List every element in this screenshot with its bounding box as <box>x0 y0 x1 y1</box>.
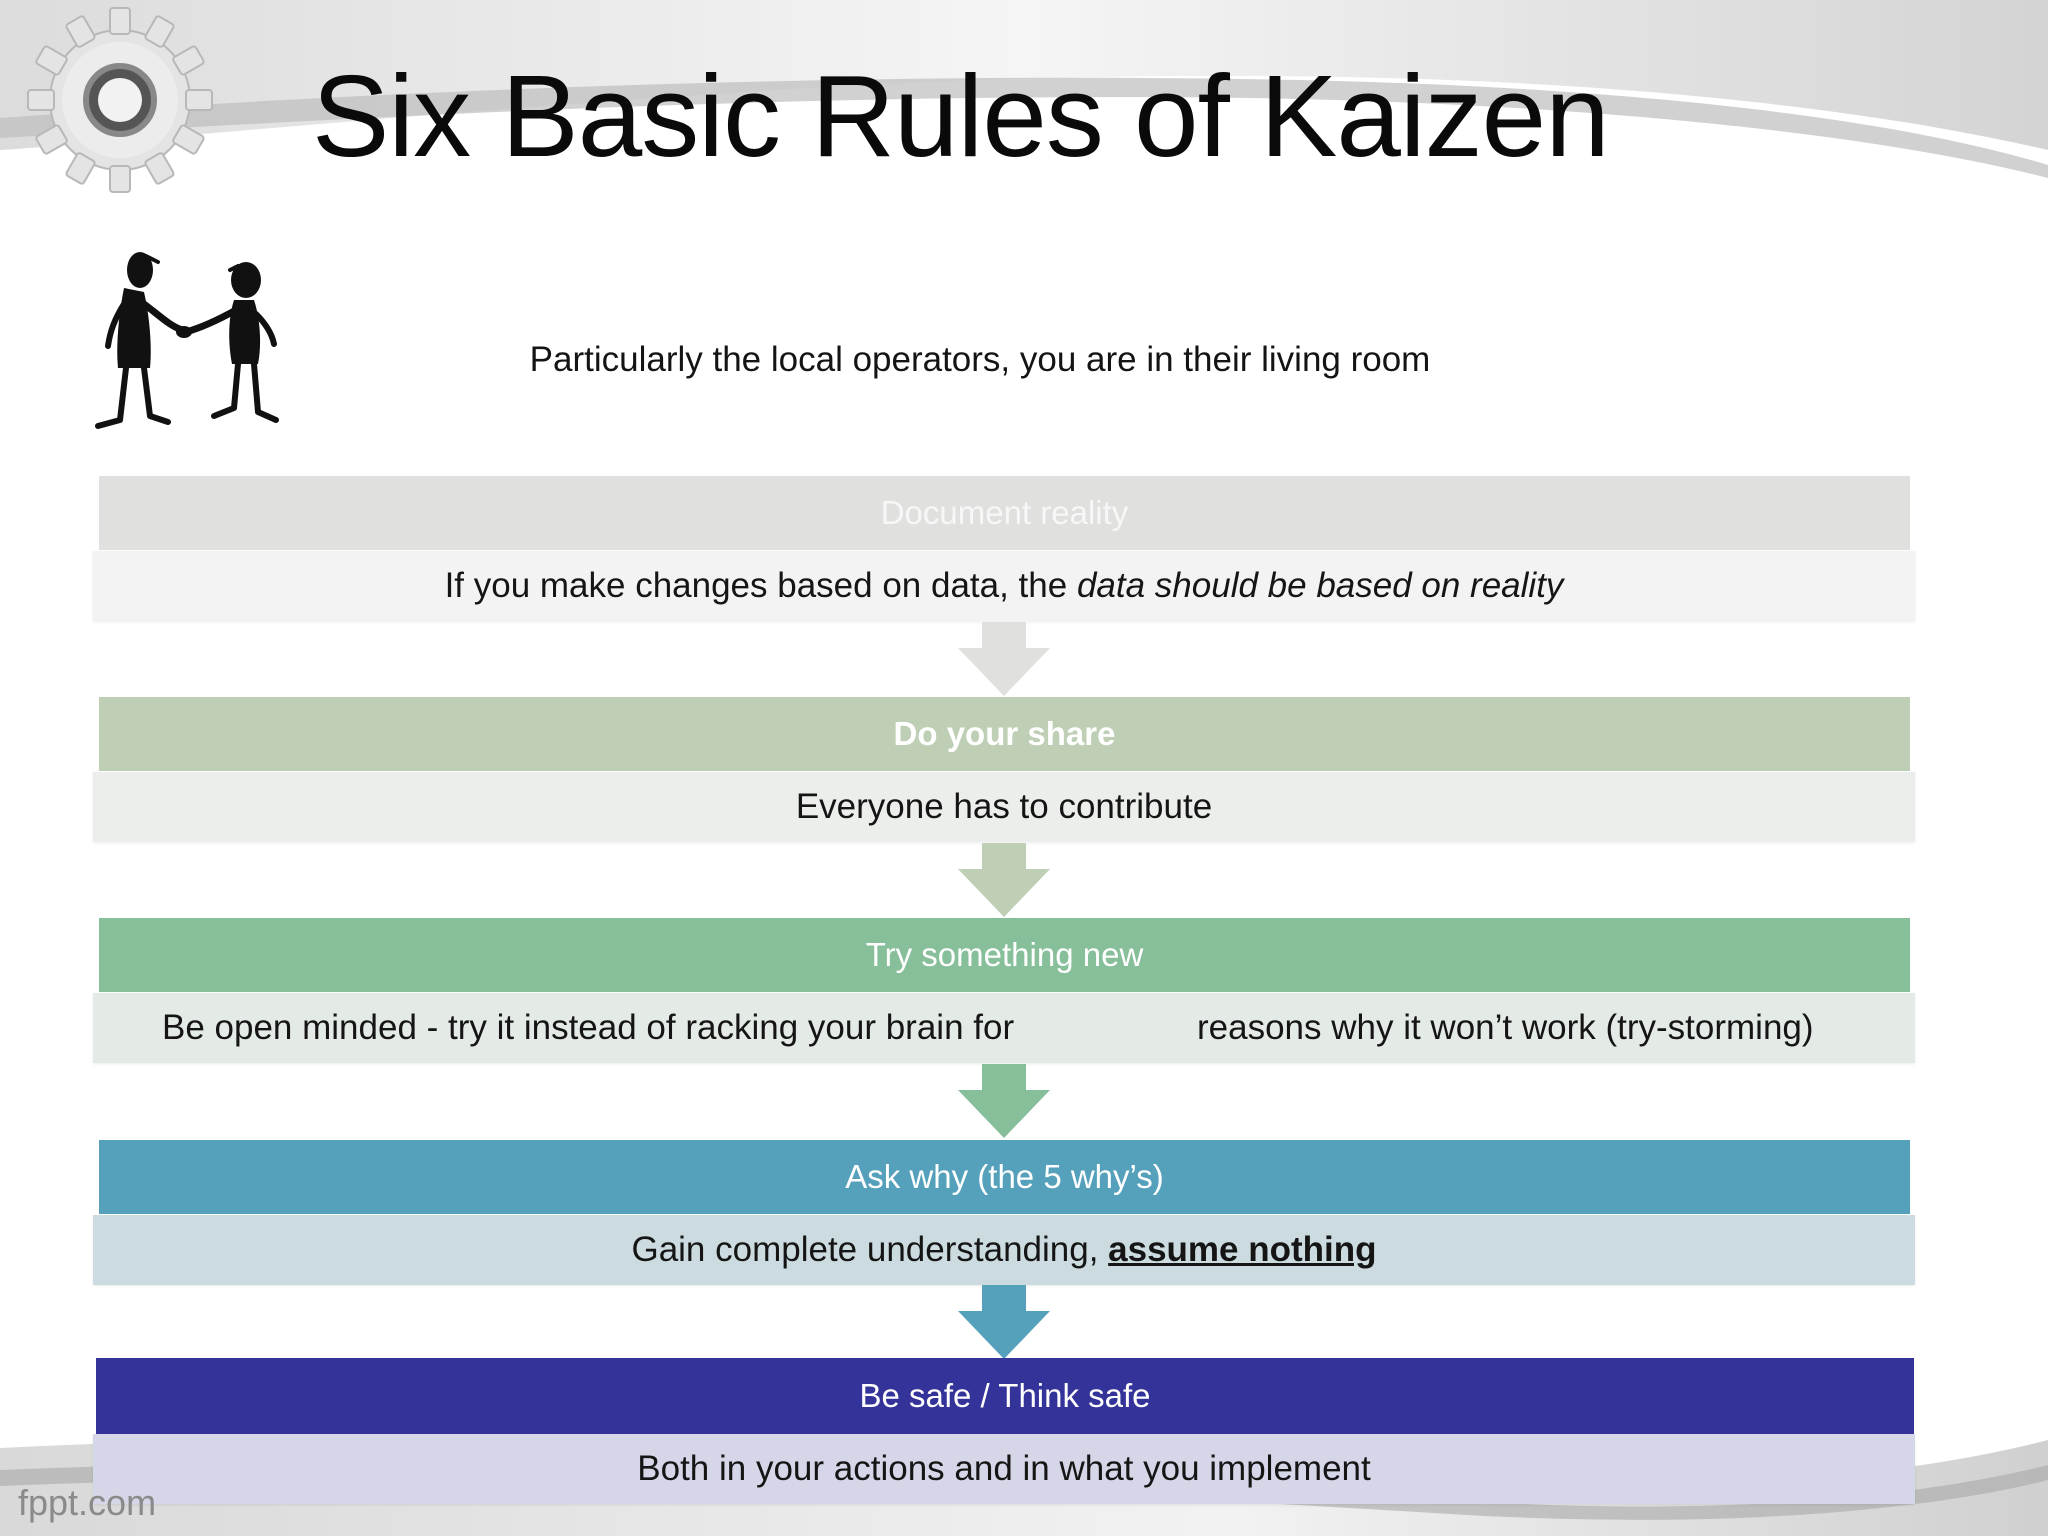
step-body-italic: data should be based on reality <box>1076 566 1564 605</box>
step-body-ask-why: Gain complete understanding, assume noth… <box>93 1215 1915 1285</box>
down-arrow-icon <box>958 622 1050 696</box>
down-arrow-icon <box>958 1064 1050 1138</box>
handshake-figures-icon <box>95 252 279 429</box>
step-body-be-safe: Both in your actions and in what you imp… <box>93 1434 1915 1504</box>
footer-watermark: fppt.com <box>18 1482 157 1523</box>
step-body-emphasis: assume nothing <box>1108 1230 1377 1269</box>
step-header-do-your-share: Do your share <box>99 697 1910 771</box>
step-header-be-safe: Be safe / Think safe <box>96 1358 1914 1434</box>
step-header-document-reality: Document reality <box>99 476 1910 550</box>
down-arrow-icon <box>958 843 1050 917</box>
step-header-try-something-new: Try something new <box>99 918 1910 992</box>
step-header-ask-why: Ask why (the 5 why’s) <box>99 1140 1910 1214</box>
down-arrow-icon <box>958 1285 1050 1359</box>
gear-icon <box>27 7 213 193</box>
step-body-text: Gain complete understanding, <box>631 1230 1109 1269</box>
step-body-text-part2: reasons why it won’t work (try-storming) <box>1197 1008 1814 1047</box>
step-body-try-something-new: Be open minded - try it instead of racki… <box>93 993 1915 1063</box>
step-body-do-your-share: Everyone has to contribute <box>93 772 1915 842</box>
slide-title: Six Basic Rules of Kaizen <box>312 51 1610 181</box>
step-body-text-part1: Be open minded - try it instead of racki… <box>162 1008 1015 1047</box>
step-body-text: If you make changes based on data, the <box>444 566 1077 605</box>
step-body-document-reality: If you make changes based on data, the d… <box>93 551 1915 621</box>
intro-text: Particularly the local operators, you ar… <box>529 340 1431 379</box>
